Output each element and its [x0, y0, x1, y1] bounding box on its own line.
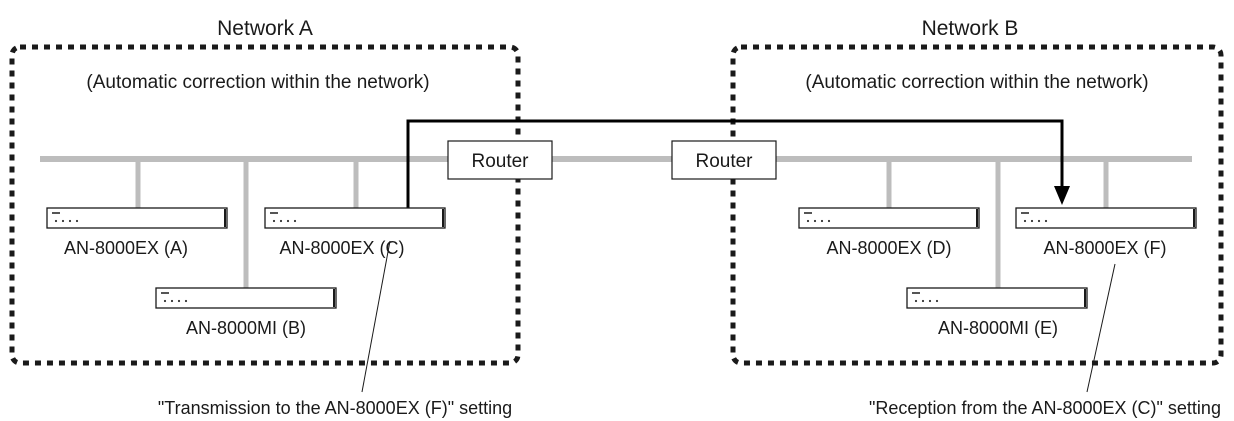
device-a — [46, 207, 228, 229]
device-f — [1015, 207, 1197, 229]
caption-transmission: "Transmission to the AN-8000EX (F)" sett… — [158, 398, 512, 418]
network-b-boundary — [730, 44, 1224, 366]
arrow-head-icon — [1054, 186, 1070, 205]
device-c — [264, 207, 446, 229]
device-b-label: AN-8000MI (B) — [186, 318, 306, 338]
router-b-label: Router — [695, 151, 753, 172]
device-a-label: AN-8000EX (A) — [64, 238, 188, 258]
device-b — [155, 287, 337, 309]
caption-reception: "Reception from the AN-8000EX (C)" setti… — [869, 398, 1221, 418]
callout-leader-right — [1086, 263, 1116, 393]
device-d — [798, 207, 980, 229]
network-a-boundary — [9, 44, 521, 366]
transmission-path — [406, 119, 1064, 209]
network-a-title: Network A — [217, 17, 313, 40]
router-a: Router — [447, 140, 553, 180]
router-b: Router — [671, 140, 777, 180]
network-b-note: (Automatic correction within the network… — [805, 72, 1148, 93]
network-b-title: Network B — [922, 17, 1019, 40]
router-a-label: Router — [471, 151, 529, 172]
device-e — [906, 287, 1088, 309]
device-d-label: AN-8000EX (D) — [826, 238, 951, 258]
device-f-label: AN-8000EX (F) — [1043, 238, 1166, 258]
device-c-label: AN-8000EX (C) — [279, 238, 404, 258]
network-a-note: (Automatic correction within the network… — [86, 72, 429, 93]
callout-leader-left — [361, 240, 391, 393]
device-e-label: AN-8000MI (E) — [938, 318, 1058, 338]
